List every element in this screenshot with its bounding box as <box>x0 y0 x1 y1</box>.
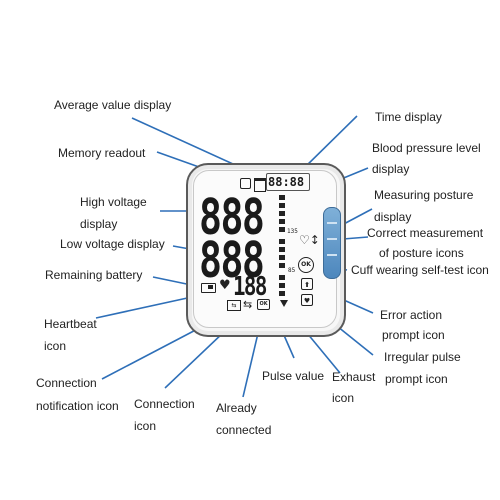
label-high-voltage-1: High voltage <box>80 195 147 209</box>
heartbeat-icon: ♥ <box>219 278 231 293</box>
label-remaining-battery: Remaining battery <box>45 268 143 282</box>
label-irregular-pulse-2: prompt icon <box>385 372 448 386</box>
error-action-icon: ⬆ <box>301 278 313 290</box>
leader-time <box>299 115 358 173</box>
connection-notification-icon: ⇆ <box>227 300 241 311</box>
label-high-voltage-2: display <box>80 217 118 231</box>
cuff-ok-icon: OK <box>298 257 314 273</box>
bp-level-bar <box>279 195 285 300</box>
battery-icon <box>201 283 216 293</box>
label-connection-icon-2: icon <box>134 419 157 433</box>
label-connection-icon-1: Connection <box>134 397 195 411</box>
scale-low-label: 85 <box>288 267 296 274</box>
posture-heart-icon: ♡↕ <box>299 233 320 247</box>
label-correct-posture-2: of posture icons <box>379 246 464 260</box>
posture-indicator-block <box>323 207 341 279</box>
cuff-ok-text: OK <box>301 261 311 268</box>
label-average-value: Average value display <box>54 98 172 112</box>
label-error-action-2: prompt icon <box>382 328 445 342</box>
label-error-action-1: Error action <box>380 308 443 322</box>
label-correct-posture-1: Correct measurement <box>367 226 484 240</box>
time-readout-box <box>266 173 310 191</box>
label-already-connected-1: Already <box>216 401 257 415</box>
label-low-voltage: Low voltage display <box>60 237 165 251</box>
label-bp-level-2: display <box>372 162 410 176</box>
label-heartbeat-1: Heartbeat <box>44 317 97 331</box>
irregular-pulse-icon: ♥ <box>301 294 313 306</box>
memory-icon <box>240 178 251 189</box>
label-exhaust-2: icon <box>332 391 355 405</box>
already-connected-icon: OK <box>257 299 270 310</box>
connection-icon: ⇆ <box>243 298 253 311</box>
label-memory-readout: Memory readout <box>58 146 146 160</box>
label-irregular-pulse-1: Irregular pulse <box>384 350 461 364</box>
systolic-digits: 888 <box>199 189 265 246</box>
label-connection-notification-2: notification icon <box>36 399 119 413</box>
label-pulse-value: Pulse value <box>262 369 325 383</box>
exhaust-icon <box>280 300 288 307</box>
label-posture-2: display <box>374 210 412 224</box>
pulse-digits: 188 <box>233 272 267 302</box>
label-already-connected-2: connected <box>216 423 272 437</box>
label-exhaust-1: Exhaust <box>332 370 376 384</box>
label-cuff-self-test: Cuff wearing self-test icon <box>351 263 489 277</box>
time-readout: 88:88 <box>268 175 305 189</box>
scale-high-label: 135 <box>287 228 298 235</box>
diastolic-digits: 888 <box>199 232 265 289</box>
average-icon <box>254 178 266 192</box>
label-heartbeat-2: icon <box>44 339 67 353</box>
label-connection-notification-1: Connection <box>36 376 97 390</box>
already-connected-text: OK <box>259 301 268 307</box>
lcd-screen <box>193 170 337 328</box>
label-time-display: Time display <box>375 110 442 124</box>
label-posture-1: Measuring posture <box>374 188 474 202</box>
label-bp-level-1: Blood pressure level <box>372 141 481 155</box>
